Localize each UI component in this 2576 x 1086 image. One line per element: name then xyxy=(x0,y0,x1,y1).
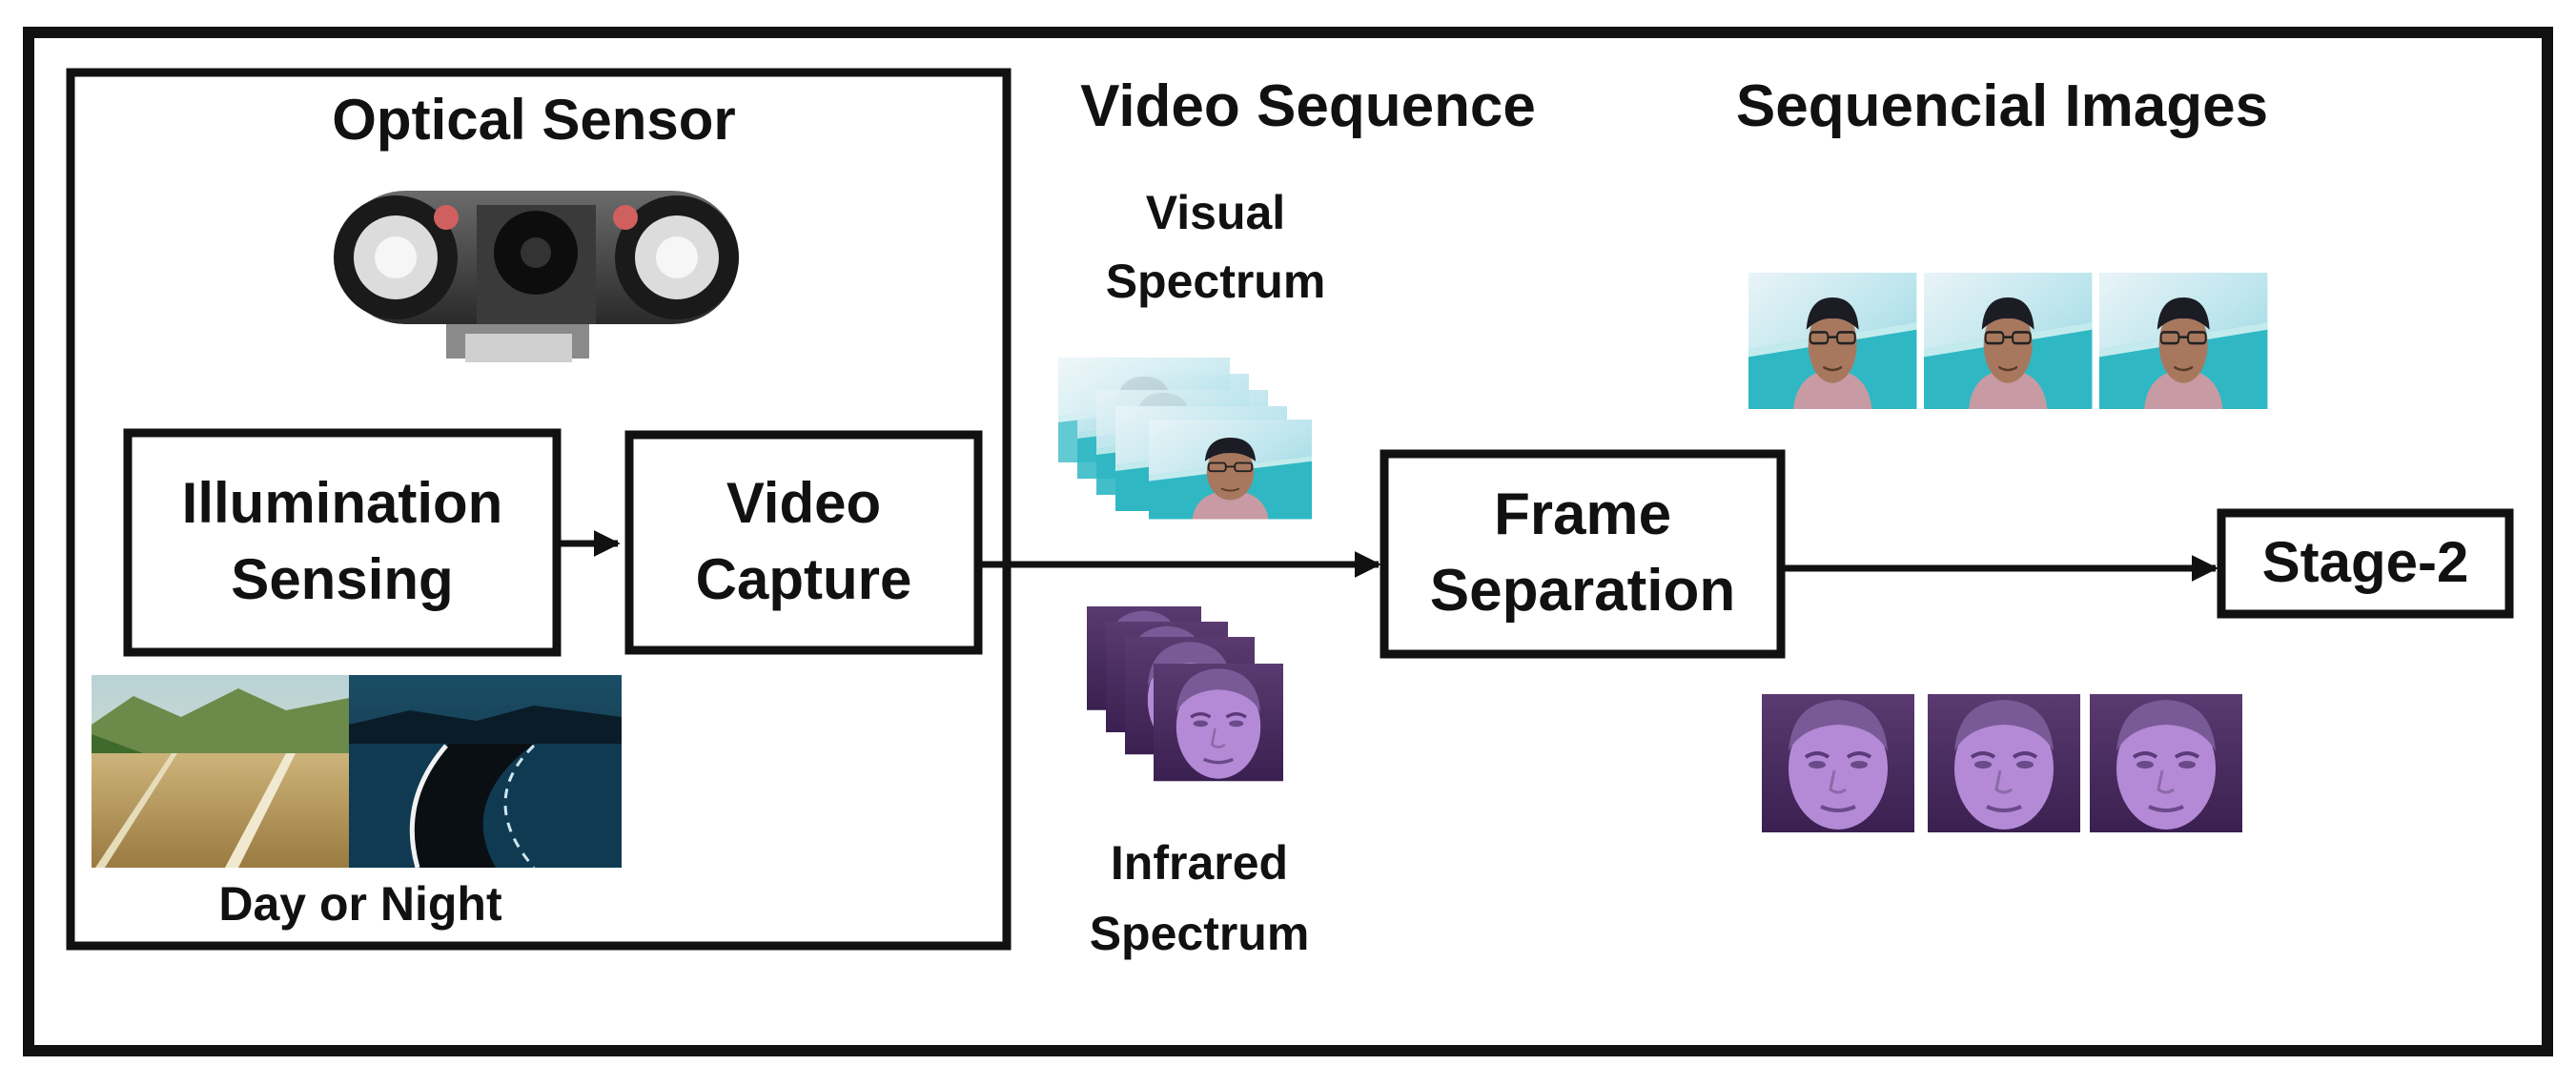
video-capture-label: Video xyxy=(726,471,881,535)
frame-separation-label-line2: Separation xyxy=(1430,558,1735,624)
optical-sensor-box xyxy=(66,68,1012,951)
frame-separation-label: Frame xyxy=(1494,482,1671,547)
illumination-sensing-label-line2: Sensing xyxy=(231,547,453,611)
night-road-image xyxy=(349,675,622,869)
day-or-night-caption: Day or Night xyxy=(218,877,502,931)
visual-sequential-images xyxy=(1747,271,2269,411)
frame-separation-box xyxy=(1380,449,1786,659)
video-capture-label-line2: Capture xyxy=(696,547,912,611)
video-sequence-title: Video Sequence xyxy=(1080,73,1536,139)
infrared-spectrum-label: Infrared xyxy=(1111,836,1288,890)
infrared-sequential-images xyxy=(1760,692,2244,834)
illumination-sensing-box xyxy=(123,428,562,657)
visual-spectrum-label-line2: Spectrum xyxy=(1106,255,1326,308)
stage2-box xyxy=(2217,508,2514,619)
infrared-spectrum-label-line2: Spectrum xyxy=(1090,907,1310,960)
day-road-image xyxy=(92,675,349,868)
visual-spectrum-label: Visual xyxy=(1146,186,1285,239)
stage2-label: Stage-2 xyxy=(2262,530,2469,594)
optical-sensor-title: Optical Sensor xyxy=(332,88,735,152)
sequential-images-title: Sequencial Images xyxy=(1736,73,2268,139)
video-capture-box xyxy=(624,430,983,655)
camera-module-icon xyxy=(334,191,739,362)
illumination-sensing-label: Illumination xyxy=(182,471,503,535)
